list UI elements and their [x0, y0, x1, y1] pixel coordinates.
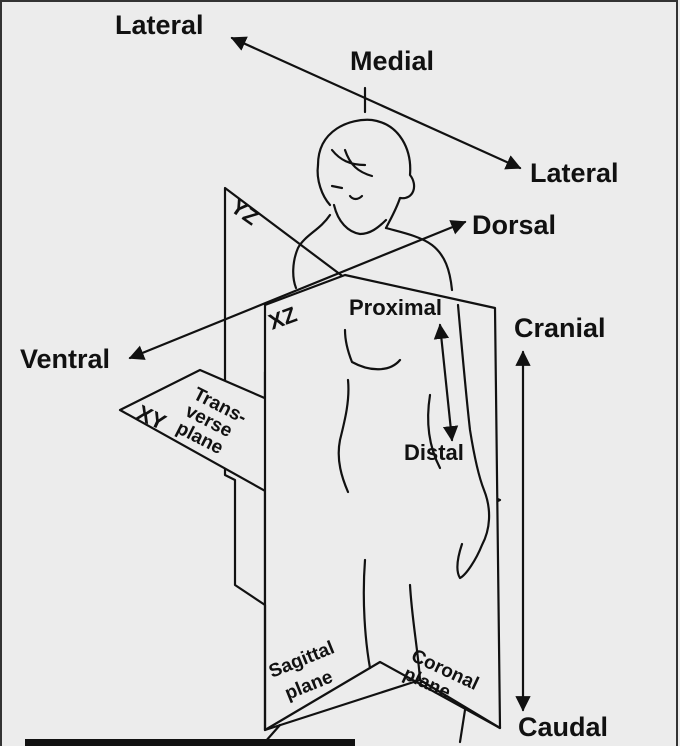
label-distal: Distal [404, 440, 464, 465]
label-lateral-right: Lateral [530, 158, 619, 188]
label-dorsal: Dorsal [472, 210, 556, 240]
plane-lower-edges [263, 603, 502, 732]
label-ventral: Ventral [20, 344, 110, 374]
proximal-distal-axis-arrow [433, 323, 459, 442]
label-medial: Medial [350, 46, 434, 76]
lateral-axis-arrow [230, 36, 522, 170]
bottom-bar [25, 739, 355, 746]
label-lateral-left: Lateral [115, 10, 204, 40]
label-proximal: Proximal [349, 295, 442, 320]
label-caudal: Caudal [518, 712, 608, 742]
dorsal-ventral-axis-arrow [128, 220, 467, 360]
label-cranial: Cranial [514, 313, 606, 343]
